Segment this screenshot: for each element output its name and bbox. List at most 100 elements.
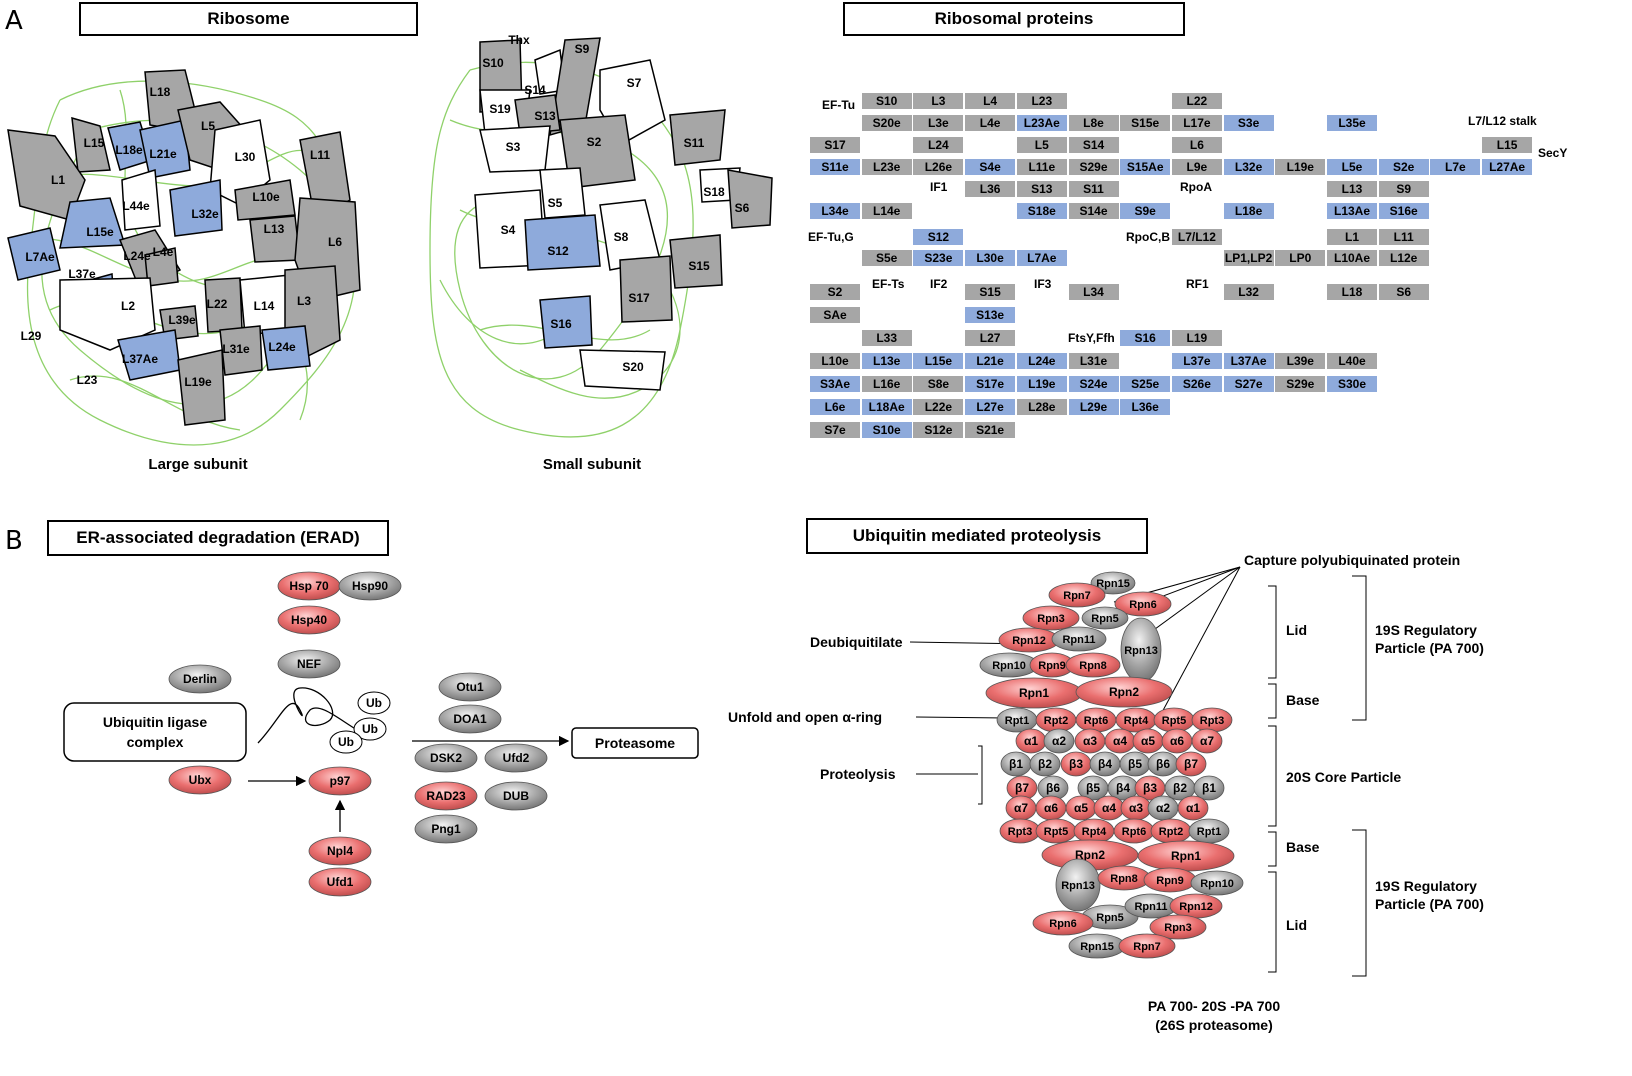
protein-cell: S29e bbox=[1068, 159, 1119, 175]
protein-oval: β7 bbox=[1175, 751, 1207, 777]
protein-cell: L6 bbox=[1171, 137, 1222, 153]
protein-cell: L7/L12 bbox=[1171, 229, 1222, 245]
protein-cell: L23Ae bbox=[1016, 115, 1067, 131]
small-label: S14 bbox=[524, 83, 546, 97]
protein-cell: S21e bbox=[965, 422, 1016, 438]
translation-factor-label: RF1 bbox=[1186, 277, 1209, 291]
protein-oval: Rpt3 bbox=[1191, 707, 1233, 733]
protein-cell: L27e bbox=[965, 399, 1016, 415]
svg-text:Rpn5: Rpn5 bbox=[1091, 613, 1119, 625]
svg-text:Rpt6: Rpt6 bbox=[1122, 826, 1146, 838]
large-subunit-caption: Large subunit bbox=[148, 456, 248, 473]
protein-cell: S3e bbox=[1223, 115, 1274, 131]
protein-cell: L27Ae bbox=[1482, 159, 1533, 175]
protein-oval: Hsp90 bbox=[338, 571, 402, 601]
protein-cell: S6 bbox=[1378, 284, 1429, 300]
panel-letter-b: B bbox=[5, 526, 23, 556]
svg-text:Rpt4: Rpt4 bbox=[1082, 826, 1107, 838]
protein-cell: L8e bbox=[1068, 115, 1119, 131]
large-label: L2 bbox=[121, 299, 135, 313]
protein-cell: S15 bbox=[965, 284, 1016, 300]
protein-cell: S25e bbox=[1120, 376, 1171, 392]
svg-text:Rpn8: Rpn8 bbox=[1110, 873, 1138, 885]
protein-cell: L24e bbox=[1016, 353, 1067, 369]
protein-oval: Rpn15 bbox=[1068, 933, 1126, 959]
protein-cell: S4e bbox=[965, 159, 1016, 175]
protein-cell: L18e bbox=[1223, 203, 1274, 219]
svg-text:DSK2: DSK2 bbox=[430, 751, 462, 765]
proteasome-label: Proteasome bbox=[595, 735, 675, 751]
protein-cell: L37Ae bbox=[1223, 353, 1274, 369]
large-label: L15 bbox=[84, 136, 105, 150]
protein-cell: L34 bbox=[1068, 284, 1119, 300]
protein-cell: L14e bbox=[861, 203, 912, 219]
large-subunit-proteins bbox=[7, 69, 361, 426]
protein-oval: Npl4 bbox=[308, 836, 372, 866]
protein-oval: Rpn2 bbox=[1075, 676, 1173, 708]
svg-text:α1: α1 bbox=[1186, 801, 1200, 815]
protein-oval: Rpn13 bbox=[1055, 858, 1101, 912]
svg-text:β6: β6 bbox=[1046, 781, 1060, 795]
protein-cell: S13 bbox=[1016, 181, 1067, 197]
svg-text:β1: β1 bbox=[1202, 781, 1216, 795]
protein-cell: SAe bbox=[810, 307, 860, 323]
protein-cell: L13Ae bbox=[1327, 203, 1377, 219]
protein-cell: S3Ae bbox=[810, 376, 860, 392]
protein-oval: Rpt1 bbox=[996, 707, 1038, 733]
protein-oval: Rpn1 bbox=[1137, 840, 1235, 872]
svg-text:Ufd1: Ufd1 bbox=[327, 875, 354, 889]
svg-text:α7: α7 bbox=[1014, 801, 1028, 815]
translation-factor-label: IF3 bbox=[1034, 277, 1052, 291]
protein-cell: L32 bbox=[1223, 284, 1274, 300]
svg-text:Rpn3: Rpn3 bbox=[1037, 613, 1065, 625]
protein-cell: L30e bbox=[965, 250, 1016, 266]
protein-oval: Rpt4 bbox=[1073, 818, 1115, 844]
protein-oval: β2 bbox=[1164, 775, 1196, 801]
svg-text:Rpn6: Rpn6 bbox=[1129, 599, 1157, 611]
ubiquitin-ligase-complex-box bbox=[63, 702, 247, 762]
large-label: L4e bbox=[153, 245, 174, 259]
large-label: L24e bbox=[268, 340, 296, 354]
svg-text:Rpt3: Rpt3 bbox=[1200, 715, 1224, 727]
ribosomal-proteins-title: Ribosomal proteins bbox=[843, 2, 1185, 36]
protein-cell: L28e bbox=[1016, 399, 1067, 415]
protein-oval: Rpn2 bbox=[1041, 839, 1139, 871]
svg-text:β1: β1 bbox=[1009, 757, 1023, 771]
protein-cell: S13e bbox=[965, 307, 1016, 323]
upper-base-label: Base bbox=[1286, 692, 1320, 708]
protein-oval: Rpt1 bbox=[1188, 818, 1230, 844]
svg-text:DOA1: DOA1 bbox=[453, 712, 487, 726]
protein-oval: Rpn12 bbox=[1169, 893, 1223, 919]
svg-text:RAD23: RAD23 bbox=[426, 789, 466, 803]
protein-cell: S29e bbox=[1275, 376, 1326, 392]
small-label: S8 bbox=[614, 230, 629, 244]
protein-oval: β6 bbox=[1147, 751, 1179, 777]
small-label: S18 bbox=[703, 185, 725, 199]
protein-cell: L11e bbox=[1016, 159, 1067, 175]
svg-text:α1: α1 bbox=[1024, 734, 1038, 748]
svg-text:Rpt4: Rpt4 bbox=[1124, 715, 1149, 727]
protein-oval: Rpn6 bbox=[1114, 591, 1172, 617]
large-label: L29 bbox=[21, 329, 42, 343]
protein-oval: Otu1 bbox=[438, 672, 502, 702]
protein-cell: L36 bbox=[965, 181, 1016, 197]
protein-cell: L7e bbox=[1430, 159, 1481, 175]
svg-text:Rpn9: Rpn9 bbox=[1156, 875, 1184, 887]
svg-text:Rpn1: Rpn1 bbox=[1171, 849, 1201, 863]
svg-text:p97: p97 bbox=[330, 774, 351, 788]
svg-text:Rpn7: Rpn7 bbox=[1133, 941, 1161, 953]
large-label: L11 bbox=[310, 148, 330, 162]
svg-text:α7: α7 bbox=[1200, 734, 1214, 748]
protein-cell: L24 bbox=[913, 137, 964, 153]
small-subunit-caption: Small subunit bbox=[542, 456, 642, 473]
svg-text:β2: β2 bbox=[1173, 781, 1187, 795]
protein-oval: α2 bbox=[1147, 795, 1179, 821]
protein-oval: Rpn12 bbox=[998, 627, 1060, 653]
protein-cell: L4 bbox=[965, 93, 1016, 109]
small-label: S10 bbox=[482, 56, 504, 70]
large-label: L30 bbox=[235, 150, 256, 164]
protein-cell: S12e bbox=[913, 422, 964, 438]
protein-cell: L17e bbox=[1171, 115, 1222, 131]
svg-text:Rpn2: Rpn2 bbox=[1075, 848, 1105, 862]
